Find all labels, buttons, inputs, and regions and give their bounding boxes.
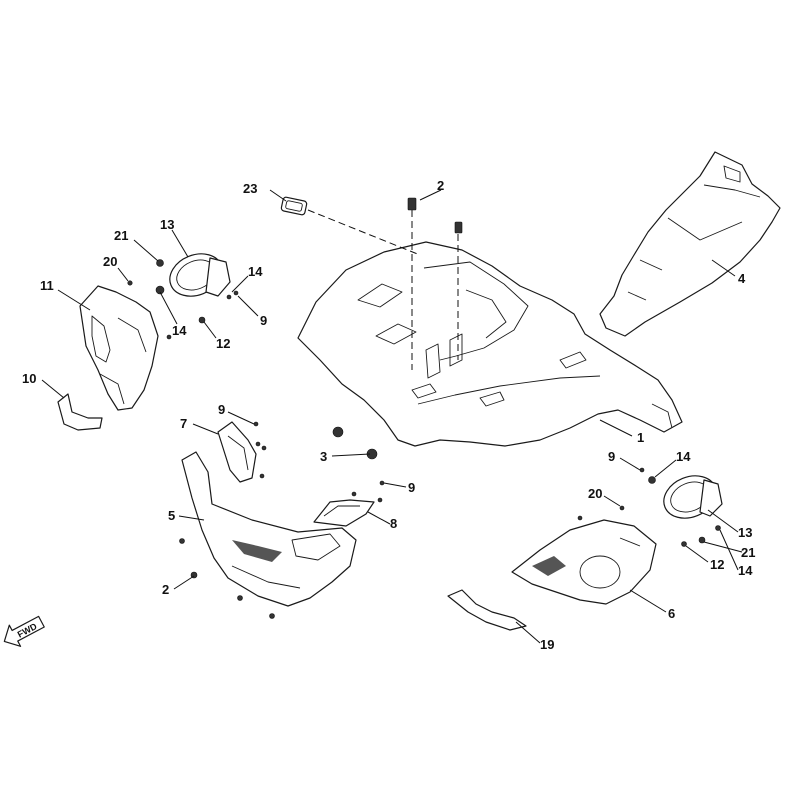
callout-5: 5	[168, 508, 175, 523]
callout-4: 4	[738, 271, 746, 286]
callout-12-left: 12	[216, 336, 230, 351]
callout-2-top: 2	[437, 178, 444, 193]
callout-14-left-a: 14	[248, 264, 263, 279]
callout-9-panel: 9	[218, 402, 225, 417]
callout-13-right: 13	[738, 525, 752, 540]
hardware-fasteners	[127, 197, 721, 619]
leader-lines	[41, 189, 743, 644]
part-7-side-panel	[217, 421, 257, 483]
part-11-left-headlight-housing	[79, 285, 159, 411]
callout-11: 11	[40, 278, 54, 293]
callout-labels: 23 2 4 21 13 20 14 11 9 14 12 10 9 7 1 3…	[22, 178, 755, 652]
callout-19: 19	[540, 637, 554, 652]
part-6-right-headlight-housing	[511, 519, 657, 605]
callout-14-left-b: 14	[172, 323, 187, 338]
part-8-grille	[313, 499, 375, 527]
callout-20-right: 20	[588, 486, 602, 501]
callout-20-left: 20	[103, 254, 117, 269]
part-13-right-headlight	[663, 475, 723, 519]
callout-3: 3	[320, 449, 327, 464]
part-1-front-fender	[297, 241, 683, 447]
callout-9-left: 9	[260, 313, 267, 328]
part-5-front-bumper	[181, 451, 357, 607]
part-19-right-bracket	[447, 589, 527, 631]
callout-21-left: 21	[114, 228, 128, 243]
callout-7: 7	[180, 416, 187, 431]
callout-2-bottom: 2	[162, 582, 169, 597]
callout-23: 23	[243, 181, 257, 196]
part-10-left-bracket	[57, 393, 103, 431]
part-13-left-headlight	[169, 253, 231, 297]
callout-14-right-b: 14	[738, 563, 753, 578]
callout-6: 6	[668, 606, 675, 621]
callout-10: 10	[22, 371, 36, 386]
callout-9-right: 9	[608, 449, 615, 464]
callout-14-right-a: 14	[676, 449, 691, 464]
callout-8: 8	[390, 516, 397, 531]
callout-21-right: 21	[741, 545, 755, 560]
fwd-arrow-icon: FWD	[3, 615, 45, 647]
callout-1: 1	[637, 430, 644, 445]
callout-9-grille: 9	[408, 480, 415, 495]
assembly-lines	[307, 209, 459, 370]
part-4-rear-fender	[599, 151, 781, 337]
callout-12-right: 12	[710, 557, 724, 572]
callout-13-left: 13	[160, 217, 174, 232]
part-23-pad	[280, 196, 308, 216]
